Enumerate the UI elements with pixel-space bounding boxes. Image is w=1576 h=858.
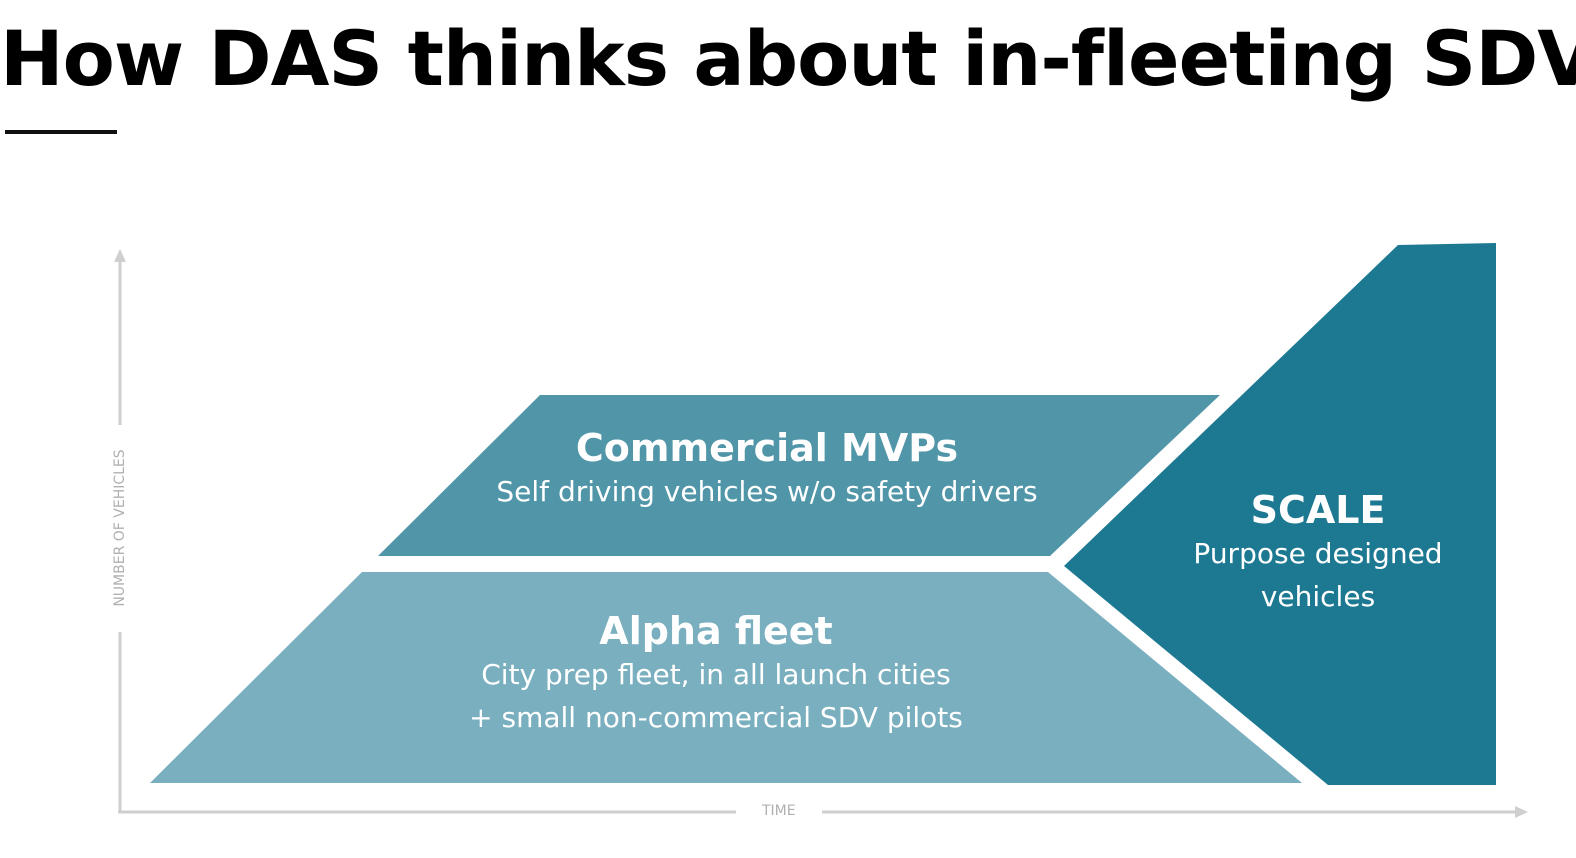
- y-axis: [114, 249, 126, 812]
- alpha-heading: Alpha fleet: [599, 609, 833, 653]
- page-title: How DAS thinks about in-fleeting SDVs: [0, 14, 1576, 103]
- scale-description-1: Purpose designed: [1193, 537, 1443, 570]
- commercial-description: Self driving vehicles w/o safety drivers: [496, 475, 1038, 508]
- title-underline: [5, 130, 117, 134]
- y-axis-arrow-icon: [114, 249, 126, 262]
- x-axis: [118, 806, 1528, 818]
- scale-description-2: vehicles: [1260, 580, 1376, 613]
- alpha-description-2: + small non-commercial SDV pilots: [469, 701, 963, 734]
- commercial-mvps-shape: [378, 395, 1220, 556]
- scale-label: SCALE Purpose designed vehicles: [1168, 488, 1468, 618]
- scale-shape: [1064, 243, 1496, 785]
- alpha-fleet-shape: [150, 572, 1302, 783]
- alpha-description-1: City prep fleet, in all launch cities: [481, 658, 951, 691]
- alpha-fleet-label: Alpha fleet City prep fleet, in all laun…: [416, 609, 1016, 739]
- x-axis-arrow-icon: [1515, 806, 1528, 818]
- scale-heading: SCALE: [1250, 488, 1386, 532]
- commercial-mvps-label: Commercial MVPs Self driving vehicles w/…: [467, 426, 1067, 513]
- x-axis-label: TIME: [762, 803, 796, 819]
- commercial-heading: Commercial MVPs: [575, 426, 959, 470]
- y-axis-label: NUMBER OF VEHICLES: [112, 449, 128, 607]
